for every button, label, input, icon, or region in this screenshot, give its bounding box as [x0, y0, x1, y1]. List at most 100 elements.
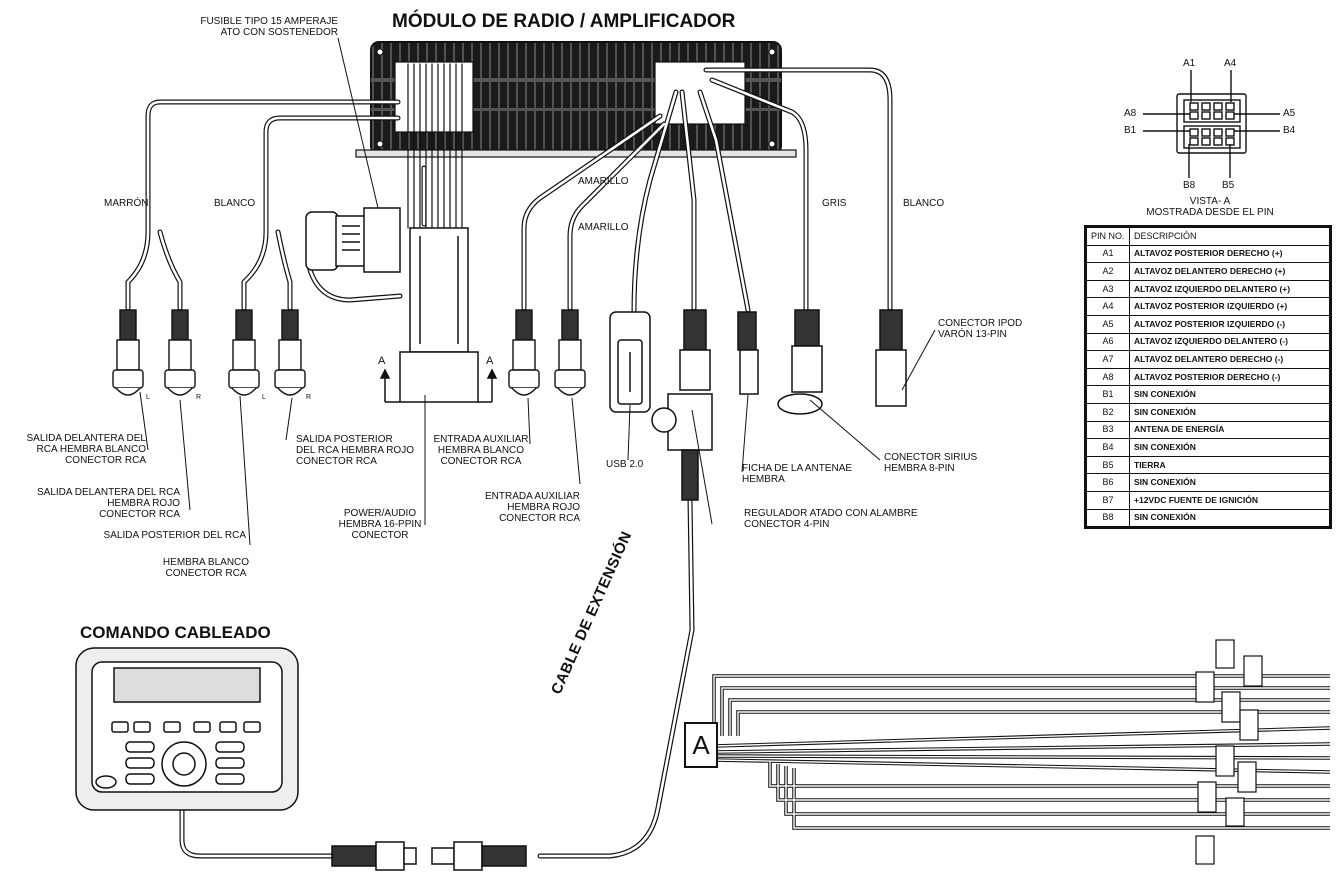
pin-number-cell: B1 — [1086, 385, 1130, 404]
pin-description-cell: SIN CONEXIÓN — [1129, 473, 1330, 492]
radio-module — [355, 41, 797, 158]
wire-harness — [712, 639, 1331, 865]
pin-number-cell: B7 — [1086, 490, 1130, 510]
pin-description-cell: SIN CONEXIÓN — [1129, 402, 1330, 422]
harness-connector-a: A — [684, 722, 718, 768]
remote-title: COMANDO CABLEADO — [80, 623, 271, 642]
amarillo-wire-label-1: AMARILLO — [578, 176, 629, 187]
pin-description-cell: +12VDC FUENTE DE IGNICIÓN — [1129, 490, 1330, 510]
pin-label-b5: B5 — [1222, 180, 1235, 191]
fuse-holder — [305, 207, 401, 273]
module-title: MÓDULO DE RADIO / AMPLIFICADOR — [392, 11, 736, 32]
antenna-plug — [737, 311, 759, 395]
wired-remote — [75, 647, 299, 811]
pin-number-cell: B5 — [1086, 455, 1130, 475]
pin-label-a5: A5 — [1283, 108, 1296, 119]
rca-r-marker-2: R — [306, 394, 312, 401]
view-arrows — [379, 368, 498, 403]
marron-wire-label: MARRÓN — [104, 198, 149, 209]
pin-description-cell: ALTAVOZ POSTERIOR IZQUIERDO (-) — [1129, 314, 1330, 334]
pin-number-cell: A4 — [1086, 297, 1130, 316]
sirius-connector — [777, 309, 823, 415]
table-header-row: PIN NO. DESCRIPCIÓN — [1086, 227, 1330, 246]
rca-plugs — [112, 309, 586, 396]
pin-number-cell: A1 — [1086, 244, 1130, 264]
pin-label-a8: A8 — [1124, 108, 1137, 119]
pin-description-cell: ALTAVOZ POSTERIOR IZQUIERDO (+) — [1129, 297, 1330, 316]
rca-r-marker-1: R — [196, 394, 202, 401]
pin-description-cell: ANTENA DE ENERGÍA — [1129, 420, 1330, 440]
power-audio-connector — [399, 227, 479, 403]
pin-number-cell: B4 — [1086, 438, 1130, 457]
pin-description-cell: ALTAVOZ POSTERIOR DERECHO (+) — [1129, 244, 1330, 264]
pin-number-cell: A6 — [1086, 332, 1130, 352]
leader-lines — [139, 37, 936, 546]
pin-label-b4: B4 — [1283, 125, 1296, 136]
connector-pin-view — [1143, 70, 1280, 178]
pin-description-cell: ALTAVOZ POSTERIOR DERECHO (-) — [1129, 367, 1330, 387]
ipod-connector — [875, 309, 907, 407]
view-arrow-a-right: A — [486, 355, 494, 367]
rear-white-rca-label: SALIDA POSTERIOR DEL RCA — [103, 530, 246, 541]
table-header-description: DESCRIPCIÓN — [1129, 227, 1330, 246]
pin-label-b8: B8 — [1183, 180, 1196, 191]
pin-number-cell: B8 — [1086, 508, 1130, 528]
pin-description-cell: SIN CONEXIÓN — [1129, 508, 1330, 528]
gris-wire-label: GRIS — [822, 198, 847, 209]
rca-l-marker-1: L — [146, 394, 150, 401]
pin-label-a1: A1 — [1183, 58, 1196, 69]
pin-description-cell: ALTAVOZ DELANTERO DERECHO (-) — [1129, 350, 1330, 369]
amarillo-wire-label-2: AMARILLO — [578, 222, 629, 233]
pin-number-cell: B3 — [1086, 420, 1130, 440]
pin-number-cell: B2 — [1086, 402, 1130, 422]
table-row: B7+12VDC FUENTE DE IGNICIÓN — [1086, 490, 1330, 510]
pin-number-cell: A7 — [1086, 350, 1130, 369]
pin-description-cell: ALTAVOZ DELANTERO DERECHO (+) — [1129, 262, 1330, 281]
pin-number-cell: B6 — [1086, 473, 1130, 492]
pin-label-b1: B1 — [1124, 125, 1137, 136]
cables — [125, 63, 893, 859]
blanco-wire-label: BLANCO — [214, 198, 256, 209]
extension-connectors — [331, 841, 527, 871]
pin-description-cell: SIN CONEXIÓN — [1129, 438, 1330, 457]
usb-plug — [609, 311, 651, 413]
pin-description-cell: TIERRA — [1129, 455, 1330, 475]
view-arrow-a-left: A — [378, 355, 386, 367]
regulator-connector — [651, 309, 713, 501]
usb-label: USB 2.0 — [606, 459, 644, 470]
table-header-pin-no: PIN NO. — [1086, 227, 1130, 246]
pin-number-cell: A5 — [1086, 314, 1130, 334]
blanco-wire-label-right: BLANCO — [903, 198, 945, 209]
